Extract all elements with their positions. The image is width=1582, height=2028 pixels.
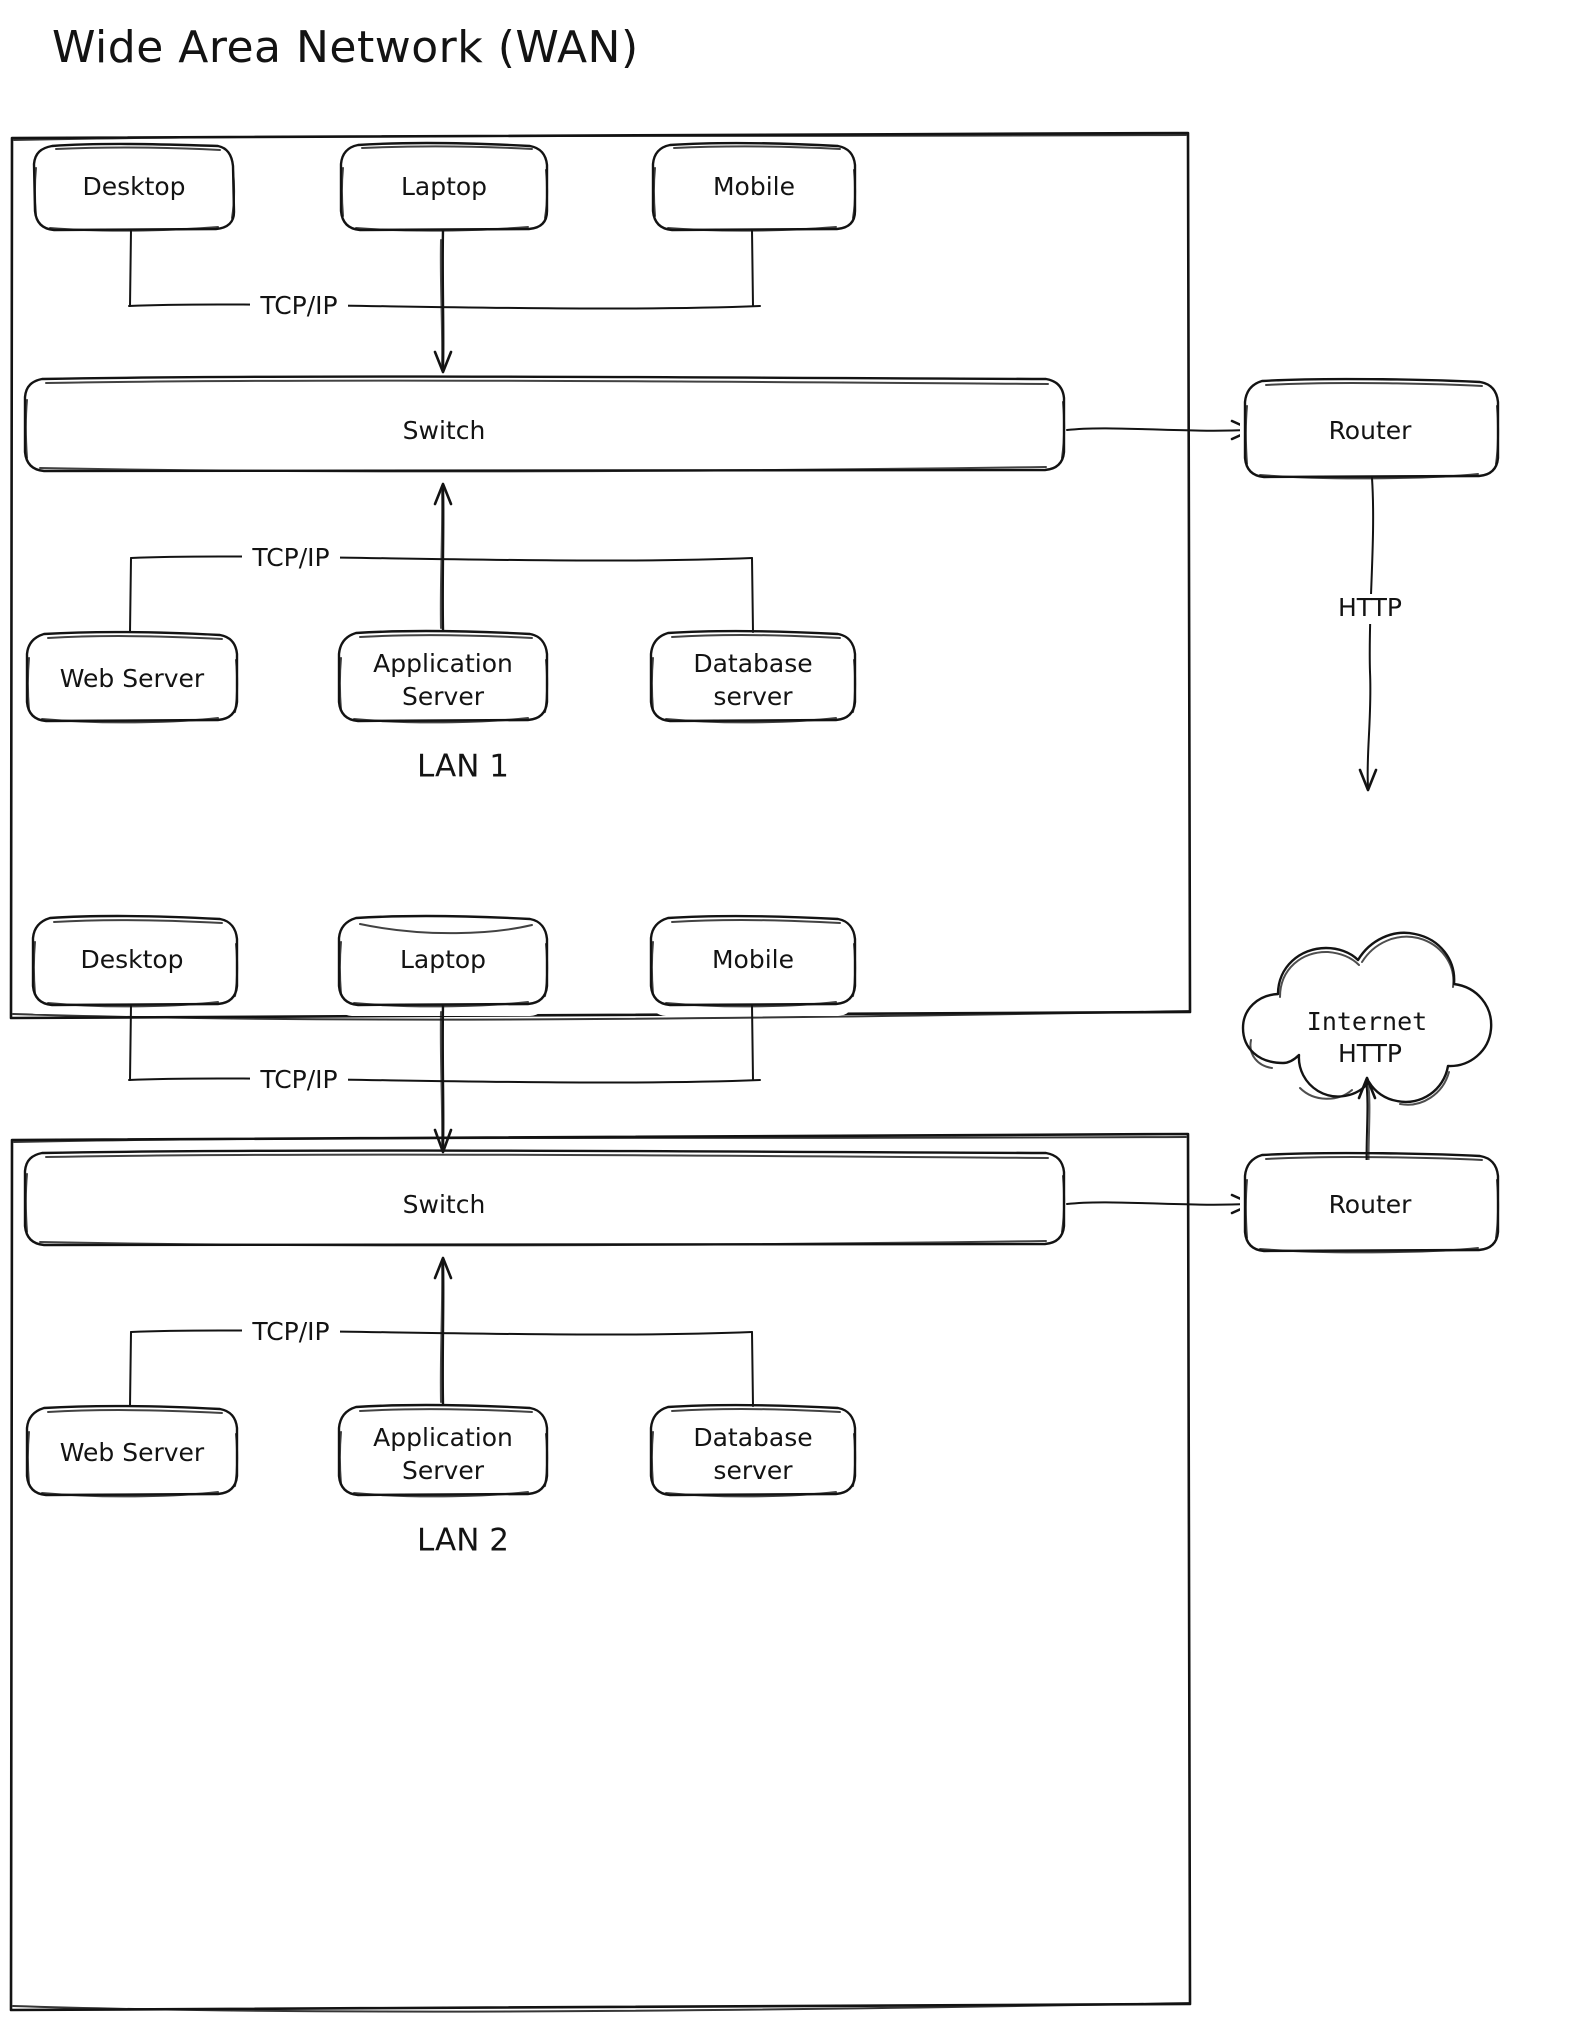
- lan2-node-mobile[interactable]: Mobile: [649, 914, 857, 1016]
- router2-http-label-bg: [1322, 1040, 1418, 1070]
- lan2-node-app-server[interactable]: Application Server: [336, 1403, 549, 1506]
- lan2-app-server-label-line2: Server: [402, 1456, 485, 1485]
- lan1-mobile-label: Mobile: [713, 172, 795, 201]
- internet-cloud[interactable]: Internet: [1241, 931, 1493, 1106]
- lan1-switch-label: Switch: [403, 416, 486, 445]
- router-1[interactable]: Router: [1240, 377, 1500, 480]
- lan2-server-tcpip-label-bg: [242, 1318, 340, 1346]
- lan1-node-app-server[interactable]: Application Server: [336, 629, 549, 732]
- router-2[interactable]: Router: [1240, 1151, 1500, 1254]
- router-2-label: Router: [1329, 1190, 1413, 1219]
- router1-http-label: HTTP: [1338, 593, 1402, 622]
- lan1-node-desktop[interactable]: Desktop: [32, 142, 262, 257]
- lan1-node-db-server[interactable]: Database server: [649, 629, 857, 732]
- router1-http-label-bg: [1322, 594, 1418, 624]
- lan2-mobile-label: Mobile: [712, 945, 794, 974]
- lan1-node-web-server[interactable]: Web Server: [20, 630, 242, 732]
- router1-to-internet-edge: HTTP: [1322, 477, 1418, 792]
- lan1-frame: [9, 131, 1192, 1021]
- lan2-client-bus: TCP/IP: [128, 1003, 761, 1154]
- lan1-clients-tcpip-label: TCP/IP: [259, 291, 337, 320]
- lan2-app-server-label-line1: Application: [373, 1423, 513, 1452]
- lan1-server-bus: TCP/IP: [129, 482, 754, 633]
- lan2-server-bus: TCP/IP: [129, 1256, 754, 1407]
- lan-group-2: Desktop Laptop Mobile TCP/IP: [9, 914, 1254, 2013]
- lan1-desktop-label: Desktop: [82, 172, 185, 201]
- lan2-db-server-label-line1: Database: [693, 1423, 812, 1452]
- lan2-laptop-label: Laptop: [400, 945, 486, 974]
- router-1-label: Router: [1329, 416, 1413, 445]
- internet-cloud-label: Internet: [1307, 1007, 1427, 1036]
- lan2-servers-tcpip-label: TCP/IP: [251, 1317, 329, 1346]
- lan1-laptop-label: Laptop: [401, 172, 487, 201]
- lan2-node-switch[interactable]: Switch: [22, 1149, 1068, 1251]
- lan1-node-switch[interactable]: Switch: [22, 375, 1068, 478]
- lan2-db-server-label-line2: server: [713, 1456, 793, 1485]
- lan2-tcpip-label-bg: [250, 1066, 348, 1094]
- lan1-server-tcpip-label-bg: [242, 544, 340, 572]
- lan1-web-server-label: Web Server: [60, 664, 205, 693]
- page-title: Wide Area Network (WAN): [52, 22, 639, 73]
- lan2-node-desktop[interactable]: Desktop: [20, 914, 242, 1014]
- lan2-desktop-label: Desktop: [80, 945, 183, 974]
- lan1-group-label: LAN 1: [417, 749, 509, 785]
- lan1-servers-tcpip-label: TCP/IP: [251, 543, 329, 572]
- lan1-db-server-label-line1: Database: [693, 649, 812, 678]
- lan2-switch-label: Switch: [403, 1190, 486, 1219]
- router2-http-label: HTTP: [1338, 1039, 1402, 1068]
- lan1-node-laptop[interactable]: Laptop: [336, 141, 549, 242]
- lan2-frame: [9, 1132, 1192, 2013]
- lan2-node-db-server[interactable]: Database server: [649, 1403, 857, 1506]
- lan1-app-server-label-line1: Application: [373, 649, 513, 678]
- lan2-group-label: LAN 2: [417, 1523, 509, 1559]
- router2-to-internet-edge: HTTP: [1322, 1039, 1418, 1191]
- lan2-clients-tcpip-label: TCP/IP: [259, 1065, 337, 1094]
- lan1-app-server-label-line2: Server: [402, 682, 485, 711]
- lan1-client-bus: TCP/IP: [128, 228, 761, 374]
- lan-group-1: Desktop Laptop Mobile: [9, 131, 1254, 1021]
- lan1-tcpip-label-bg: [250, 292, 348, 320]
- lan1-db-server-label-line2: server: [713, 682, 793, 711]
- lan1-node-mobile[interactable]: Mobile: [650, 141, 857, 242]
- lan2-node-web-server[interactable]: Web Server: [20, 1404, 242, 1506]
- lan2-node-laptop[interactable]: Laptop: [336, 914, 549, 1016]
- lan2-web-server-label: Web Server: [60, 1438, 205, 1467]
